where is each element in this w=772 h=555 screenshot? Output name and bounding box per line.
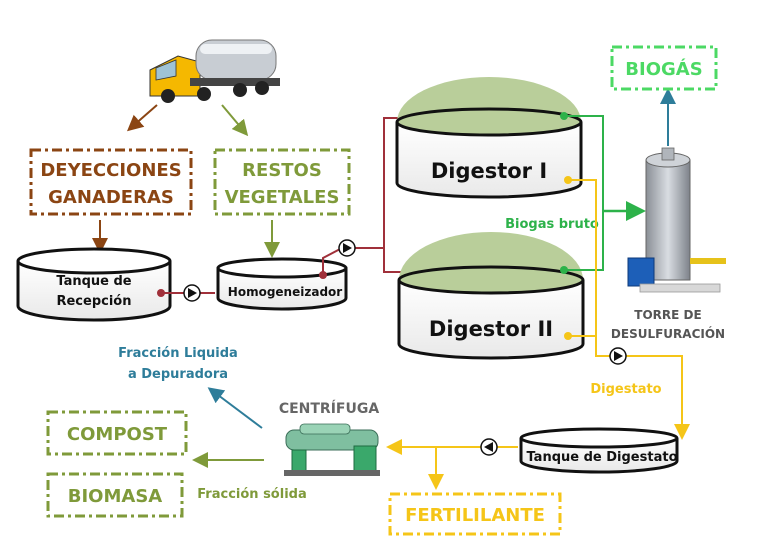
pump-icon-4	[480, 438, 498, 456]
biomasa-label: BIOMASA	[68, 486, 163, 507]
compost-label: COMPOST	[67, 424, 168, 445]
fraccion-liquida-line2: a Depuradora	[128, 367, 228, 382]
biogas-label: BIOGÁS	[625, 58, 702, 80]
pump-icon	[183, 284, 201, 302]
restos-box: RESTOS VEGETALES	[213, 148, 351, 216]
restos-line2: VEGETALES	[225, 187, 340, 208]
restos-line1: RESTOS	[242, 160, 322, 181]
compost-box: COMPOST	[46, 410, 188, 456]
deyecciones-line2: GANADERAS	[48, 187, 174, 208]
homogeneizador-label: Homogeneizador	[228, 285, 342, 299]
deyecciones-box: DEYECCIONES GANADERAS	[29, 148, 193, 216]
fertililante-label: FERTILILANTE	[405, 505, 545, 526]
recepcion-line2: Recepción	[56, 294, 131, 309]
fraccion-solida-label: Fracción sólida	[197, 487, 306, 502]
centrifuge-icon	[284, 423, 380, 476]
tanque-recepcion: Tanque de Recepción	[16, 247, 172, 322]
truck-to-deyecciones-arrow	[126, 104, 158, 132]
tanque-digestato: Tanque de Digestato	[519, 427, 679, 474]
biomasa-box: BIOMASA	[46, 472, 184, 518]
centrifuga-label: CENTRÍFUGA	[279, 400, 380, 417]
torre-line2: DESULFURACIÓN	[611, 326, 725, 341]
biogas-collect-pipe	[564, 115, 604, 271]
pump-icon-3	[609, 347, 627, 365]
pump-icon-2	[338, 239, 356, 257]
digestato-pipe	[568, 179, 690, 440]
digestor1-label: Digestor I	[431, 159, 547, 183]
recepcion-line1: Tanque de	[56, 274, 131, 289]
digestor-2: Digestor II	[397, 232, 585, 360]
torre-line1: TORRE DE	[634, 308, 701, 322]
deyecciones-line1: DEYECCIONES	[40, 160, 181, 181]
truck-to-restos-arrow	[221, 104, 249, 137]
digestato-label: Digestato	[590, 382, 661, 397]
biogas-box: BIOGÁS	[610, 45, 718, 91]
digestor2-label: Digestor II	[429, 317, 553, 341]
truck-icon	[149, 39, 280, 103]
tanque-homogeneizador: Homogeneizador	[216, 257, 348, 311]
biogas-bruto-label: Biogas bruto	[505, 217, 599, 232]
homog-outflow-pipe	[322, 247, 384, 275]
fraccion-liquida-arrow	[207, 387, 263, 429]
digestato-tank-label: Tanque de Digestato	[526, 450, 677, 465]
desulfuration-tower-icon	[627, 147, 726, 293]
fertililante-box: FERTILILANTE	[388, 492, 562, 536]
fraccion-liquida-line1: Fracción Liquida	[118, 346, 238, 361]
digestor-1: Digestor I	[395, 77, 583, 199]
